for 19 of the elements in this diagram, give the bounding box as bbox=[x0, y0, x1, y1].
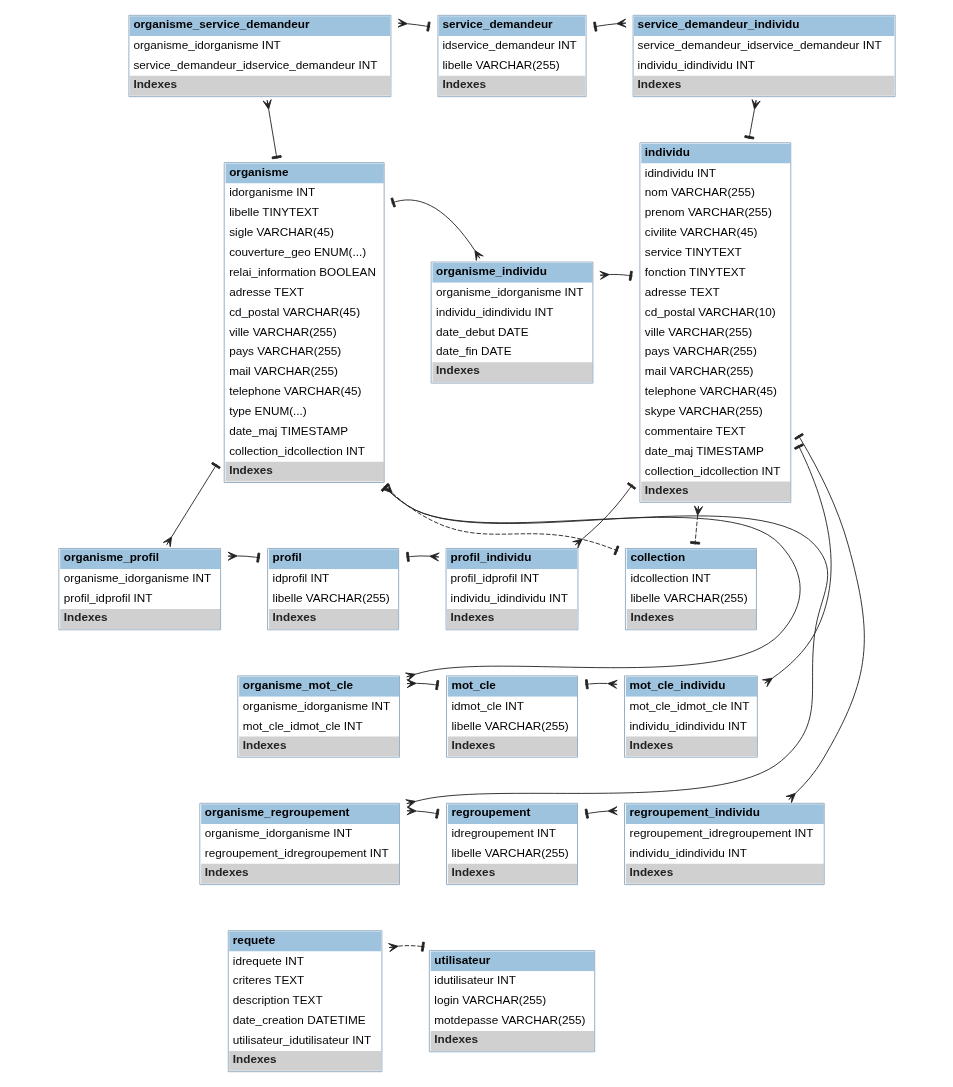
connector bbox=[262, 99, 282, 160]
connector bbox=[743, 99, 761, 140]
connector bbox=[592, 18, 627, 32]
connector bbox=[584, 806, 618, 819]
connector bbox=[761, 443, 831, 688]
connector bbox=[598, 270, 633, 281]
connector bbox=[406, 806, 439, 819]
connector bbox=[387, 941, 425, 953]
connector bbox=[405, 679, 439, 691]
connector bbox=[227, 551, 261, 563]
connector bbox=[689, 505, 703, 546]
connector bbox=[785, 432, 865, 803]
connector bbox=[381, 483, 619, 556]
connector bbox=[405, 551, 440, 562]
connector bbox=[389, 197, 484, 261]
connector bbox=[397, 18, 431, 32]
connector bbox=[162, 461, 221, 548]
connector bbox=[571, 482, 636, 549]
connector bbox=[584, 679, 618, 690]
